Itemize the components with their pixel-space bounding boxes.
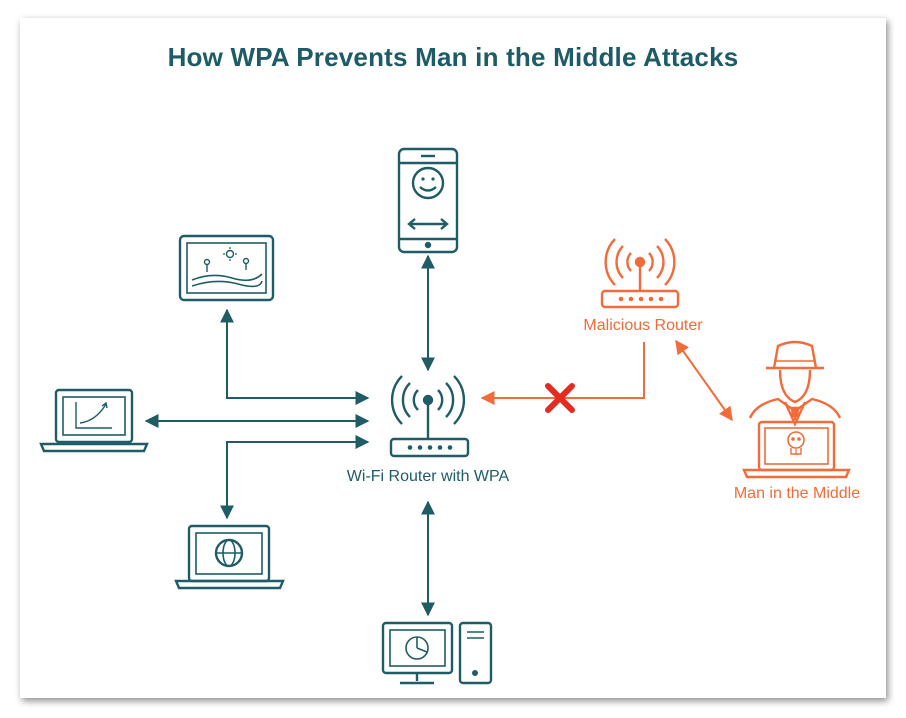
link-malicious-to-router [480,342,645,405]
malicious-wifi-router-icon [600,238,680,309]
link-router-tablet [220,308,370,405]
smartphone-icon [397,147,459,254]
diagram-card: How WPA Prevents Man in the Middle Attac… [20,18,886,698]
blocked-cross-icon [545,383,575,413]
laptop-chart-icon [39,388,149,453]
diagram-title: How WPA Prevents Man in the Middle Attac… [167,42,739,72]
desktop-computer-icon [381,621,493,685]
link-malicious-attacker [675,339,733,422]
network-diagram: Wi-Fi Router with WPA Malicious Router [39,147,860,685]
malicious-router-label: Malicious Router [583,317,703,334]
link-router-laptop-globe [220,435,370,520]
laptop-globe-icon [174,524,285,590]
router-label: Wi-Fi Router with WPA [347,468,510,485]
wifi-router-icon [389,375,470,458]
attacker-label: Man in the Middle [734,485,860,502]
landscape-tablet-icon [178,234,275,302]
hacker-icon [742,340,851,479]
